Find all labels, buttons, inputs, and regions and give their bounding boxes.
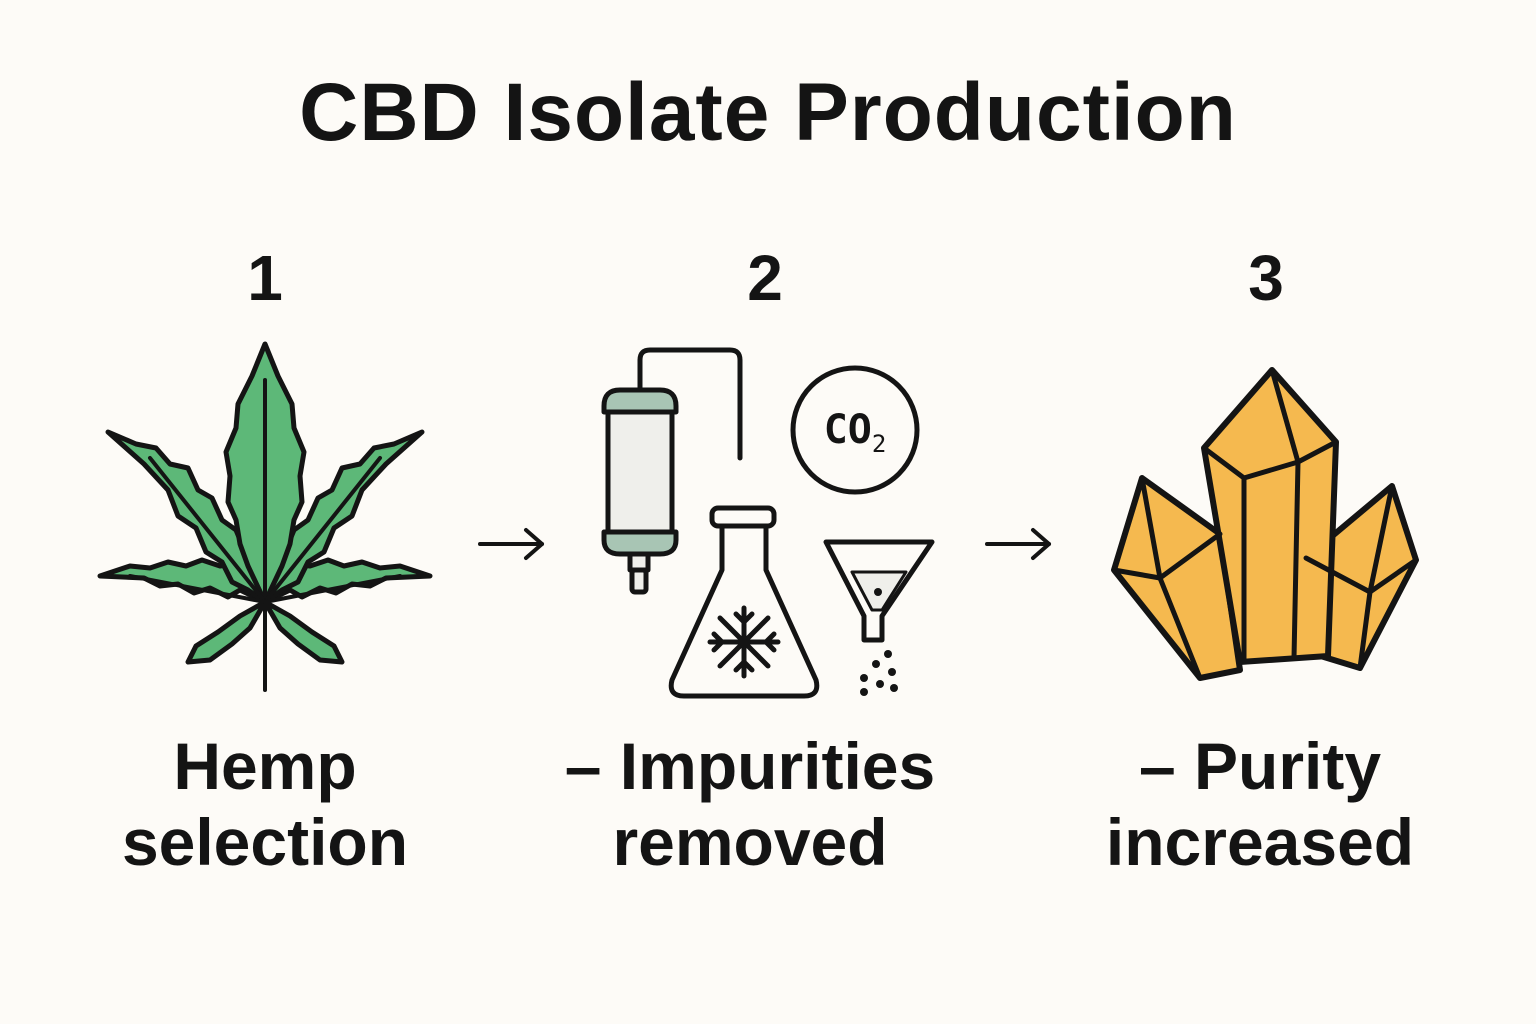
step-1-caption: Hemp selection <box>45 728 485 880</box>
step-3-number: 3 <box>1248 242 1284 314</box>
extraction-equipment-icon <box>601 347 935 699</box>
step-3-caption: – Purity increased <box>1040 728 1480 880</box>
crystal-cluster-icon <box>1111 367 1419 681</box>
co2-text: CO <box>823 407 872 453</box>
arrow-right-icon <box>478 528 544 560</box>
step-1-number: 1 <box>247 242 283 314</box>
step-1-caption-line-1: Hemp <box>173 729 357 803</box>
step-2-caption-line-1: – Impurities <box>564 729 936 803</box>
hemp-leaf-icon <box>97 341 433 692</box>
snowflake-icon <box>707 605 781 679</box>
co2-circle <box>790 365 920 495</box>
step-2-caption-line-2: removed <box>612 805 888 879</box>
step-3-caption-line-2: increased <box>1105 805 1415 879</box>
step-3-caption-line-1: – Purity <box>1138 729 1382 803</box>
page-title: CBD Isolate Production <box>299 67 1237 158</box>
co2-subscript: 2 <box>871 430 887 458</box>
step-1-caption-line-2: selection <box>121 805 409 879</box>
arrow-right-icon <box>985 528 1051 560</box>
step-2-number: 2 <box>747 242 783 314</box>
co2-label: CO2 <box>805 405 905 469</box>
step-2-caption: – Impurities removed <box>530 728 970 880</box>
